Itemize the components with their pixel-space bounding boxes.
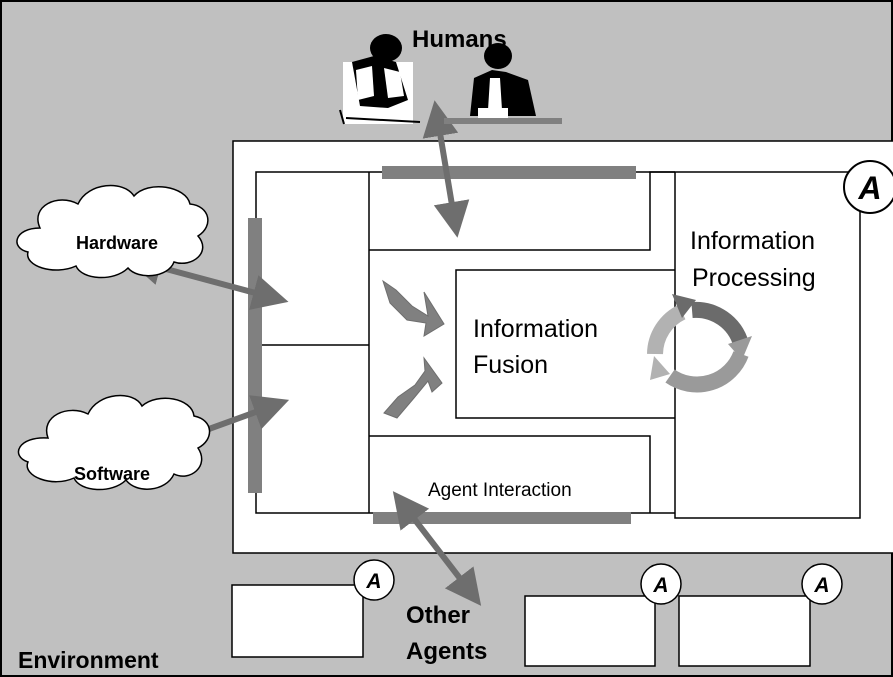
agent-badge-other-1-label: A (365, 570, 381, 593)
humans-arrow (422, 100, 470, 238)
other-agent-box-3 (678, 595, 811, 667)
agent-badge-main: A (843, 160, 893, 214)
hardware-label: Hardware (76, 233, 158, 253)
fusion-arrow-upper (382, 279, 445, 337)
software-label: Software (74, 464, 150, 484)
agent-badge-other-2-label: A (652, 574, 668, 597)
information-fusion-label-line1: Information (473, 315, 598, 343)
other-agent-box-2 (524, 595, 656, 667)
fusion-arrows (382, 279, 445, 419)
other-agents-label-line2: Agents (406, 638, 487, 665)
other-agents-label-line1: Other (406, 602, 470, 629)
human-left-icon (339, 34, 421, 125)
information-processing-label-line1: Information (690, 227, 815, 255)
human-right-icon (444, 43, 562, 124)
hardware-cloud (16, 184, 209, 279)
agent-badge-other-2: A (640, 563, 682, 605)
agent-badge-other-1: A (353, 559, 395, 601)
agent-badge-other-3-label: A (813, 574, 829, 597)
fusion-arrow-lower (383, 356, 443, 419)
humans-interface-bar (382, 166, 636, 179)
information-processing-label-line2: Processing (692, 264, 816, 292)
processing-cycle-icon (647, 294, 752, 393)
environment-label: Environment (18, 647, 159, 673)
environment-interface-bar (248, 218, 262, 493)
agent-interaction-label: Agent Interaction (428, 480, 572, 501)
humans-illustration (339, 34, 562, 125)
software-cloud (17, 394, 211, 491)
agent-badge-main-label: A (857, 170, 881, 206)
information-fusion-label-line2: Fusion (473, 351, 548, 379)
other-agent-box-1 (231, 584, 364, 658)
humans-label: Humans (412, 26, 507, 53)
other-agents-arrow (392, 491, 482, 606)
agent-box (232, 140, 893, 554)
agent-badge-other-3: A (801, 563, 843, 605)
